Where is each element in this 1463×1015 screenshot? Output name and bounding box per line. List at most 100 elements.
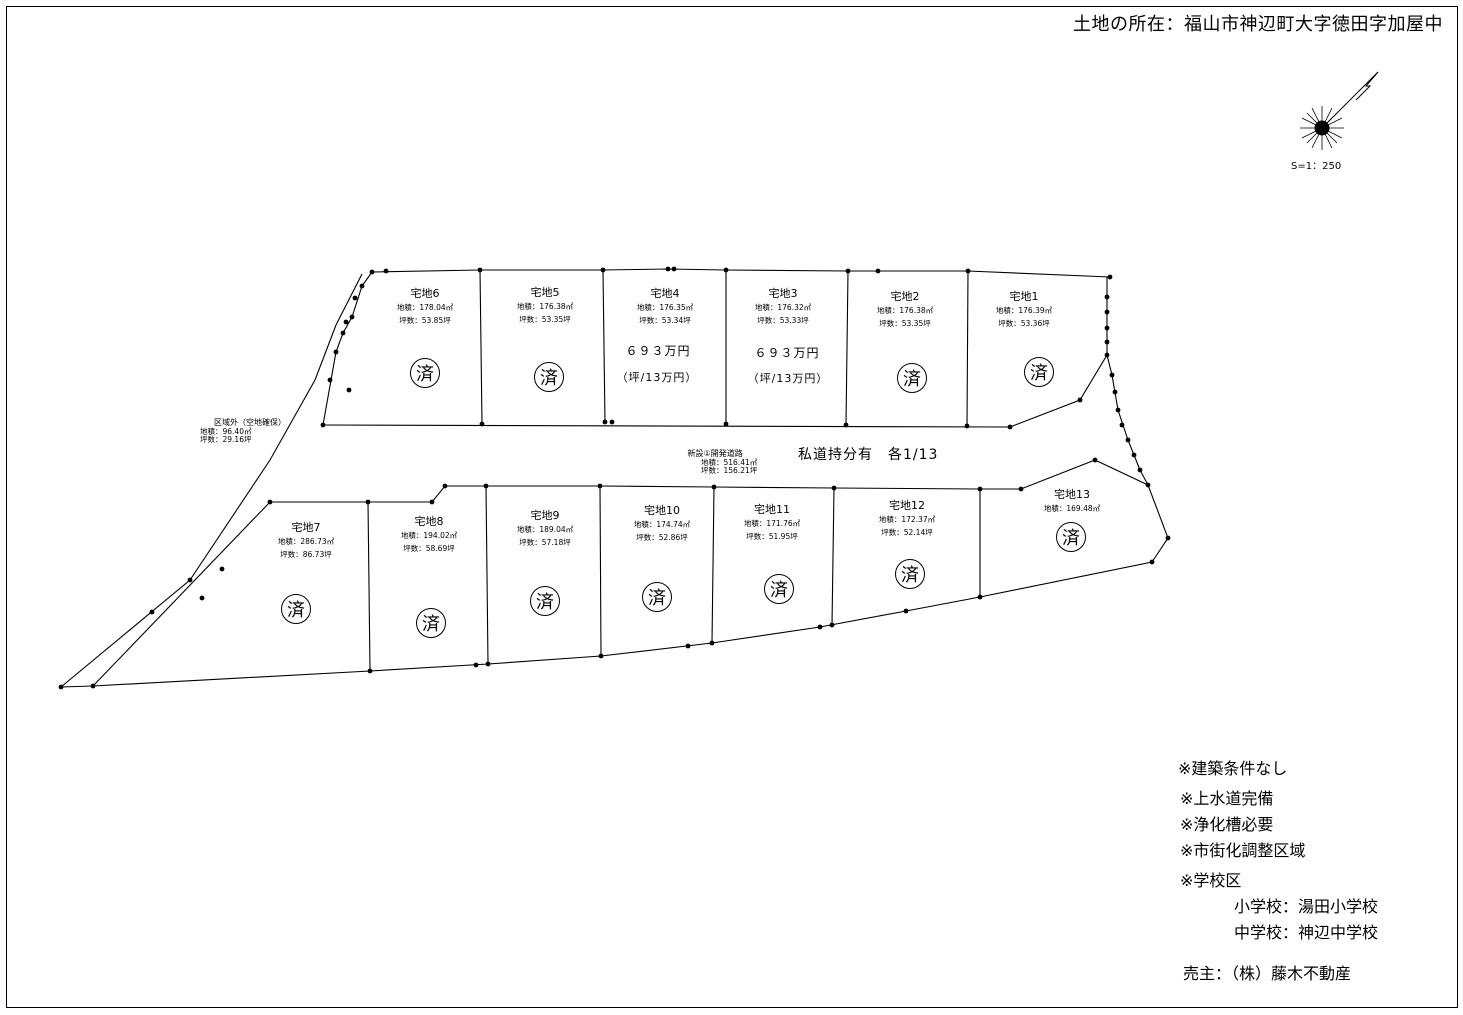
lot-name: 宅地9	[530, 509, 560, 522]
sold-badge: 済	[534, 362, 564, 392]
lot-tsubo: 坪数：53.36坪	[998, 319, 1050, 328]
sold-badge: 済	[642, 582, 672, 612]
note-junior-high-school: 中学校：神辺中学校	[1234, 923, 1379, 942]
road-name: 新設①開発道路	[687, 449, 743, 458]
lot-area: 地積：176.38㎡	[516, 302, 574, 311]
lot-tsubo: 坪数：53.34坪	[639, 316, 691, 325]
outside-area-edge	[60, 273, 363, 688]
road-info: 新設①開発道路 地積：516.41㎡ 坪数：156.21坪	[673, 449, 758, 475]
road-north-edge	[322, 424, 1011, 428]
sold-badge: 済	[410, 358, 440, 388]
lot-6: 宅地6 地積：178.04㎡ 坪数：53.85坪	[397, 287, 453, 327]
sold-badge: 済	[1024, 357, 1054, 387]
note-elementary-school: 小学校：湯田小学校	[1234, 897, 1379, 916]
lot-divider	[485, 485, 489, 665]
lot-name: 宅地7	[291, 521, 321, 534]
lot-name: 宅地4	[650, 287, 680, 300]
lot-name: 宅地1	[1009, 290, 1039, 303]
note-water: ※上水道完備	[1180, 789, 1274, 808]
lot-13: 宅地13 地積：169.48㎡	[1044, 488, 1100, 515]
north-arrow-icon	[1300, 71, 1379, 150]
lot-1: 宅地1 地積：176.39㎡ 坪数：53.36坪	[996, 290, 1052, 330]
lot-name: 宅地5	[530, 286, 560, 299]
lot-7: 宅地7 地積：286.73㎡ 坪数：86.73坪	[278, 521, 334, 561]
lower-block-bottom-boundary	[92, 561, 1153, 687]
lot-price: ６９３万円	[754, 346, 820, 360]
note-zoning: ※市街化調整区域	[1180, 841, 1306, 860]
outside-area-tsubo: 坪数：29.16坪	[200, 435, 252, 444]
lot-tsubo: 坪数：51.95坪	[746, 532, 798, 541]
lot-name: 宅地2	[890, 290, 920, 303]
lot-area: 地積：174.74㎡	[633, 520, 691, 529]
lot-unit-price: （坪/13万円）	[616, 371, 698, 384]
seller-label: 売主：（株）藤木不動産	[1183, 964, 1352, 983]
road-south-edge	[270, 459, 1149, 503]
road-east-edge	[1106, 354, 1169, 563]
scale-label: S=1：250	[1291, 161, 1342, 172]
lot-3: 宅地3 地積：176.32㎡ 坪数：53.33坪	[755, 287, 811, 327]
sold-badge: 済	[530, 586, 560, 616]
lot-8: 宅地8 地積：194.02㎡ 坪数：58.69坪	[401, 515, 457, 555]
lot-area: 地積：176.39㎡	[995, 306, 1053, 315]
notes-block: ※建築条件なし ※上水道完備 ※浄化槽必要 ※市街化調整区域 ※学校区 小学校：…	[1178, 756, 1378, 946]
lot-divider	[966, 270, 969, 427]
outside-area-info: 区域外（空地確保） 地積：96.40㎡ 坪数：29.16坪	[200, 418, 286, 444]
lot-tsubo: 坪数：53.35坪	[519, 315, 571, 324]
upper-block-corner-edge	[1009, 277, 1108, 428]
lot-area: 地積：176.32㎡	[754, 303, 812, 312]
lot-12: 宅地12 地積：172.37㎡ 坪数：52.14坪	[879, 499, 935, 539]
lot-name: 宅地10	[644, 504, 680, 517]
lot-tsubo: 坪数：53.33坪	[757, 316, 809, 325]
lower-block-west-edge	[92, 501, 271, 687]
lot-area: 地積：171.76㎡	[743, 519, 801, 528]
sold-badge: 済	[895, 559, 925, 589]
note-septic: ※浄化槽必要	[1180, 815, 1274, 834]
lot-11: 宅地11 地積：171.76㎡ 坪数：51.95坪	[744, 503, 800, 543]
lot-10: 宅地10 地積：174.74㎡ 坪数：52.86坪	[634, 504, 690, 544]
lot-area: 地積：286.73㎡	[277, 537, 335, 546]
outside-area-bottom	[60, 685, 94, 688]
lot-divider	[602, 269, 606, 425]
sold-badge: 済	[281, 594, 311, 624]
lot-tsubo: 坪数：86.73坪	[280, 550, 332, 559]
lot-divider	[845, 270, 849, 426]
lot-price: ６９３万円	[625, 344, 691, 358]
lot-tsubo: 坪数：58.69坪	[403, 544, 455, 553]
road-share-label: 私道持分有 各1/13	[798, 447, 939, 463]
lot-divider	[831, 487, 835, 626]
lot-area: 地積：189.04㎡	[516, 525, 574, 534]
lot-name: 宅地8	[414, 515, 444, 528]
lot-name: 宅地3	[768, 287, 798, 300]
sold-badge: 済	[1056, 522, 1086, 552]
lot-9: 宅地9 地積：189.04㎡ 坪数：57.18坪	[517, 509, 573, 549]
lot-tsubo: 坪数：52.86坪	[636, 533, 688, 542]
note-no-conditions: ※建築条件なし	[1178, 759, 1288, 778]
lot-name: 宅地13	[1054, 488, 1090, 501]
lot-divider	[599, 485, 602, 657]
lot-name: 宅地11	[754, 503, 790, 516]
lot-divider	[367, 501, 371, 672]
lot-area: 地積：169.48㎡	[1043, 504, 1101, 513]
upper-block-left-boundary	[322, 271, 373, 426]
lot-4: 宅地4 地積：176.35㎡ 坪数：53.34坪	[637, 287, 693, 327]
sold-badge: 済	[416, 608, 446, 638]
lot-name: 宅地6	[410, 287, 440, 300]
lot-area: 地積：176.38㎡	[876, 306, 934, 315]
lot-tsubo: 坪数：53.85坪	[399, 316, 451, 325]
note-school-district: ※学校区	[1180, 871, 1242, 890]
lot-name: 宅地12	[889, 499, 925, 512]
lot-5: 宅地5 地積：176.38㎡ 坪数：53.35坪	[517, 286, 573, 326]
lot-unit-price: （坪/13万円）	[747, 372, 829, 385]
map-frame	[6, 6, 1458, 1008]
land-location: 土地の所在：福山市神辺町大字徳田字加屋中	[1073, 14, 1443, 35]
lot-area: 地積：172.37㎡	[878, 515, 936, 524]
road-tsubo: 坪数：156.21坪	[701, 466, 758, 475]
outside-area-area: 地積：96.40㎡	[200, 427, 252, 436]
outside-area-name: 区域外（空地確保）	[214, 418, 286, 427]
lot-area: 地積：178.04㎡	[396, 303, 454, 312]
sold-badge: 済	[764, 574, 794, 604]
upper-block-top-boundary	[371, 268, 1111, 278]
lot-2: 宅地2 地積：176.38㎡ 坪数：53.35坪	[877, 290, 933, 330]
lot-tsubo: 坪数：57.18坪	[519, 538, 571, 547]
